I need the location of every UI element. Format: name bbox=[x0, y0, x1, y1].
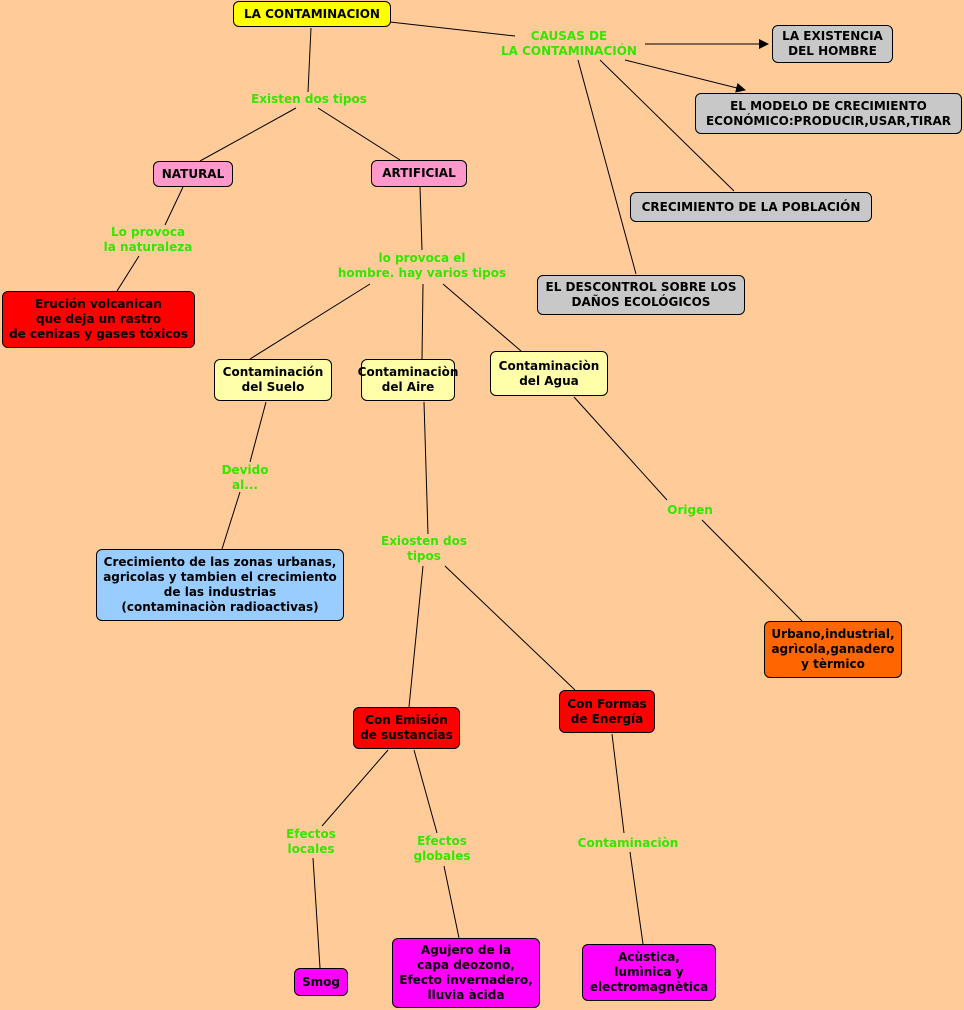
node-modelo-crecimiento[interactable]: EL MODELO DE CRECIMIENTO ECONÓMICO:PRODU… bbox=[695, 93, 962, 134]
node-urbano-industrial[interactable]: Urbano,industrial, agrìcola,ganadero y t… bbox=[764, 621, 902, 678]
label-devido-al: Devido al... bbox=[221, 463, 269, 492]
node-natural[interactable]: NATURAL bbox=[153, 161, 233, 187]
label-causas-contaminacion: CAUSAS DE LA CONTAMINACIÓN bbox=[501, 29, 637, 58]
node-crecimiento-zonas-urbanas[interactable]: Crecimiento de las zonas urbanas, agrico… bbox=[96, 549, 344, 621]
node-agujero-ozono[interactable]: Agujero de la capa deozono, Efecto inver… bbox=[392, 938, 540, 1008]
node-descontrol[interactable]: EL DESCONTROL SOBRE LOS DAÑOS ECOLÓGICOS bbox=[537, 275, 745, 315]
node-contaminacion-agua[interactable]: Contaminaciòn del Agua bbox=[490, 351, 608, 396]
label-origen: Origen bbox=[667, 503, 713, 517]
label-efectos-locales: Efectos locales bbox=[286, 827, 336, 856]
label-lo-provoca-naturaleza: Lo provoca la naturaleza bbox=[103, 225, 193, 254]
node-contaminacion-suelo[interactable]: Contaminación del Suelo bbox=[214, 359, 332, 401]
node-smog[interactable]: Smog bbox=[294, 968, 348, 996]
node-acustica[interactable]: Acùstica, lumìnica y electromagnètica bbox=[582, 944, 716, 1001]
label-contaminacion: Contaminaciòn bbox=[577, 836, 679, 850]
label-lo-provoca-hombre: lo provoca el hombre. hay varios tipos bbox=[337, 251, 507, 280]
node-la-contaminacion[interactable]: LA CONTAMINACION bbox=[233, 1, 391, 27]
node-artificial[interactable]: ARTIFICIAL bbox=[371, 160, 467, 187]
node-contaminacion-aire[interactable]: Contaminaciòn del Aire bbox=[358, 359, 458, 401]
node-existencia-hombre[interactable]: LA EXISTENCIA DEL HOMBRE bbox=[772, 25, 893, 63]
label-existen-dos-tipos: Existen dos tipos bbox=[251, 92, 367, 106]
label-exiosten-dos-tipos: Exiosten dos tipos bbox=[380, 534, 468, 563]
label-efectos-globales: Efectos globales bbox=[413, 834, 471, 863]
node-erucion[interactable]: Erución volcanican que deja un rastro de… bbox=[2, 291, 195, 348]
node-con-emision[interactable]: Con Emisión de sustancias bbox=[353, 707, 460, 749]
node-con-formas-energia[interactable]: Con Formas de Energía bbox=[559, 690, 655, 733]
node-crecimiento-poblacion[interactable]: CRECIMIENTO DE LA POBLACIÓN bbox=[630, 192, 872, 222]
